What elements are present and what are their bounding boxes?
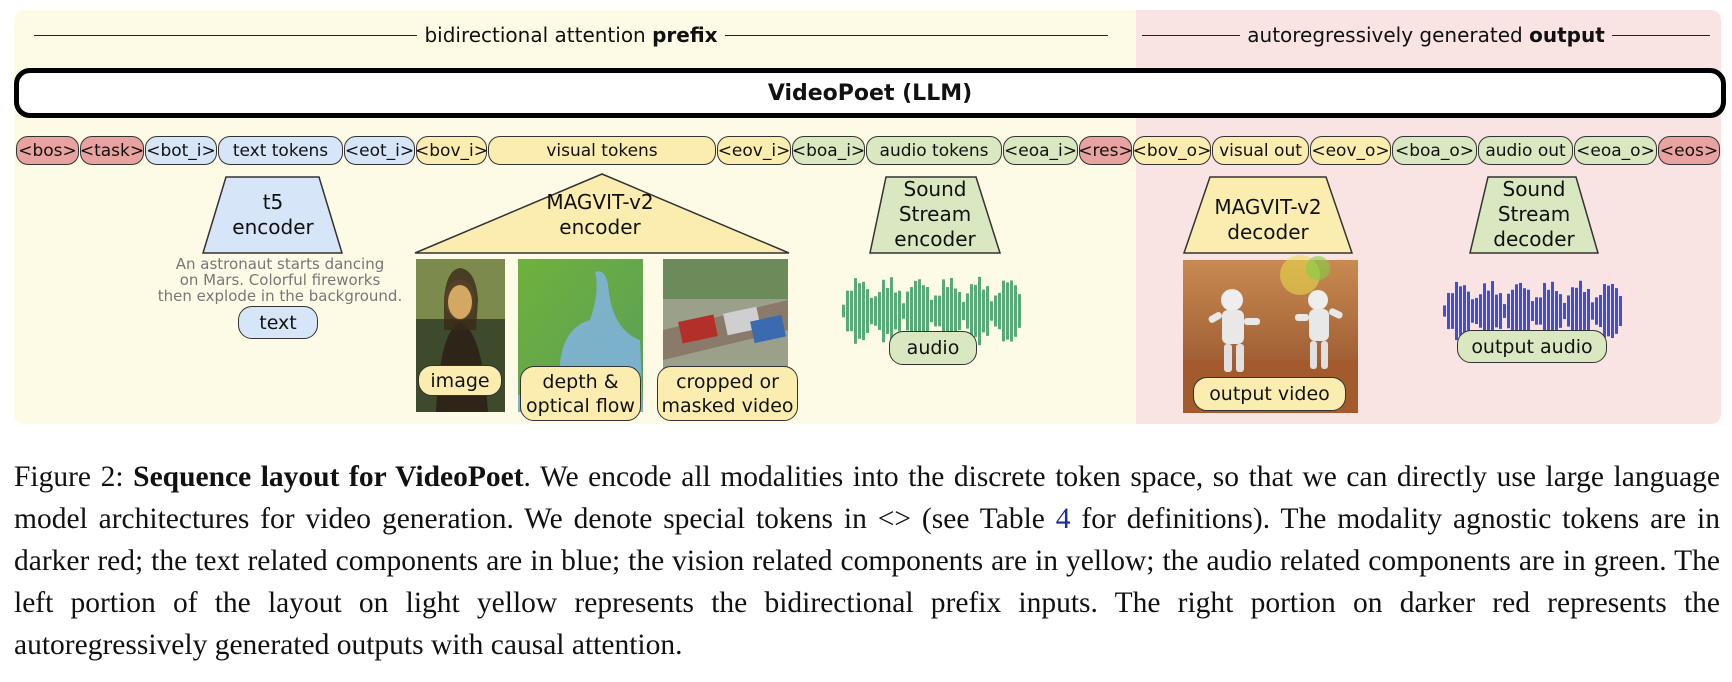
token-visual-tokens: visual tokens	[488, 136, 716, 165]
image-input-label: image	[418, 365, 502, 396]
token-task: <task>	[80, 136, 144, 165]
output-header: autoregressively generated output	[1142, 20, 1711, 50]
header-rule	[34, 34, 418, 36]
audio-waveform	[842, 276, 1021, 346]
token-eov_i: <eov_i>	[717, 136, 791, 165]
header-rule	[724, 34, 1109, 36]
text-input-label: text	[238, 306, 318, 339]
token-text-tokens: text tokens	[218, 136, 343, 165]
audio-input-label: audio	[889, 331, 977, 365]
magvit-encoder-shape	[414, 173, 790, 254]
output-audio-waveform	[1443, 280, 1622, 342]
header-rule	[1611, 34, 1711, 36]
magvit-decoder-shape	[1182, 176, 1354, 254]
token-audio-out: audio out	[1478, 136, 1573, 165]
token-eov_o: <eov_o>	[1310, 136, 1391, 165]
table-reference-link[interactable]: 4	[1055, 503, 1071, 535]
llm-label: VideoPoet (LLM)	[767, 80, 973, 106]
t5-encoder-shape	[201, 176, 344, 254]
prefix-header: bidirectional attention prefix	[34, 20, 1109, 50]
depth-input-label: depth &optical flow	[520, 366, 641, 421]
token-bos: <bos>	[16, 136, 79, 165]
token-bov_o: <bov_o>	[1133, 136, 1211, 165]
output-audio-label: output audio	[1457, 330, 1607, 363]
token-visual-out: visual out	[1212, 136, 1309, 165]
token-audio-tokens: audio tokens	[866, 136, 1002, 165]
header-rule	[1142, 34, 1241, 36]
token-eoa_o: <eoa_o>	[1574, 136, 1657, 165]
output-header-text: autoregressively generated output	[1247, 23, 1605, 47]
token-eos: <eos>	[1658, 136, 1720, 165]
token-bov_i: <bov_i>	[415, 136, 488, 165]
token-res: <res>	[1078, 136, 1133, 165]
token-boa_i: <boa_i>	[792, 136, 865, 165]
caption-title: Sequence layout for VideoPoet	[133, 461, 524, 493]
prefix-header-text: bidirectional attention prefix	[424, 23, 718, 47]
token-bot_i: <bot_i>	[145, 136, 217, 165]
soundstream-decoder-shape	[1469, 176, 1599, 254]
caption-part1: . We encode all modalities into the disc…	[14, 461, 1721, 535]
token-boa_o: <boa_o>	[1392, 136, 1477, 165]
caption-part2: for definitions). The modality agnostic …	[14, 503, 1720, 661]
caption-prefix: Figure 2:	[14, 461, 124, 493]
token-eot_i: <eot_i>	[344, 136, 415, 165]
figure-caption: Figure 2: Sequence layout for VideoPoet.…	[14, 456, 1720, 666]
soundstream-encoder-shape	[869, 176, 1002, 254]
output-video-label: output video	[1193, 377, 1346, 411]
token-eoa_i: <eoa_i>	[1003, 136, 1078, 165]
llm-box: VideoPoet (LLM)	[14, 68, 1726, 118]
